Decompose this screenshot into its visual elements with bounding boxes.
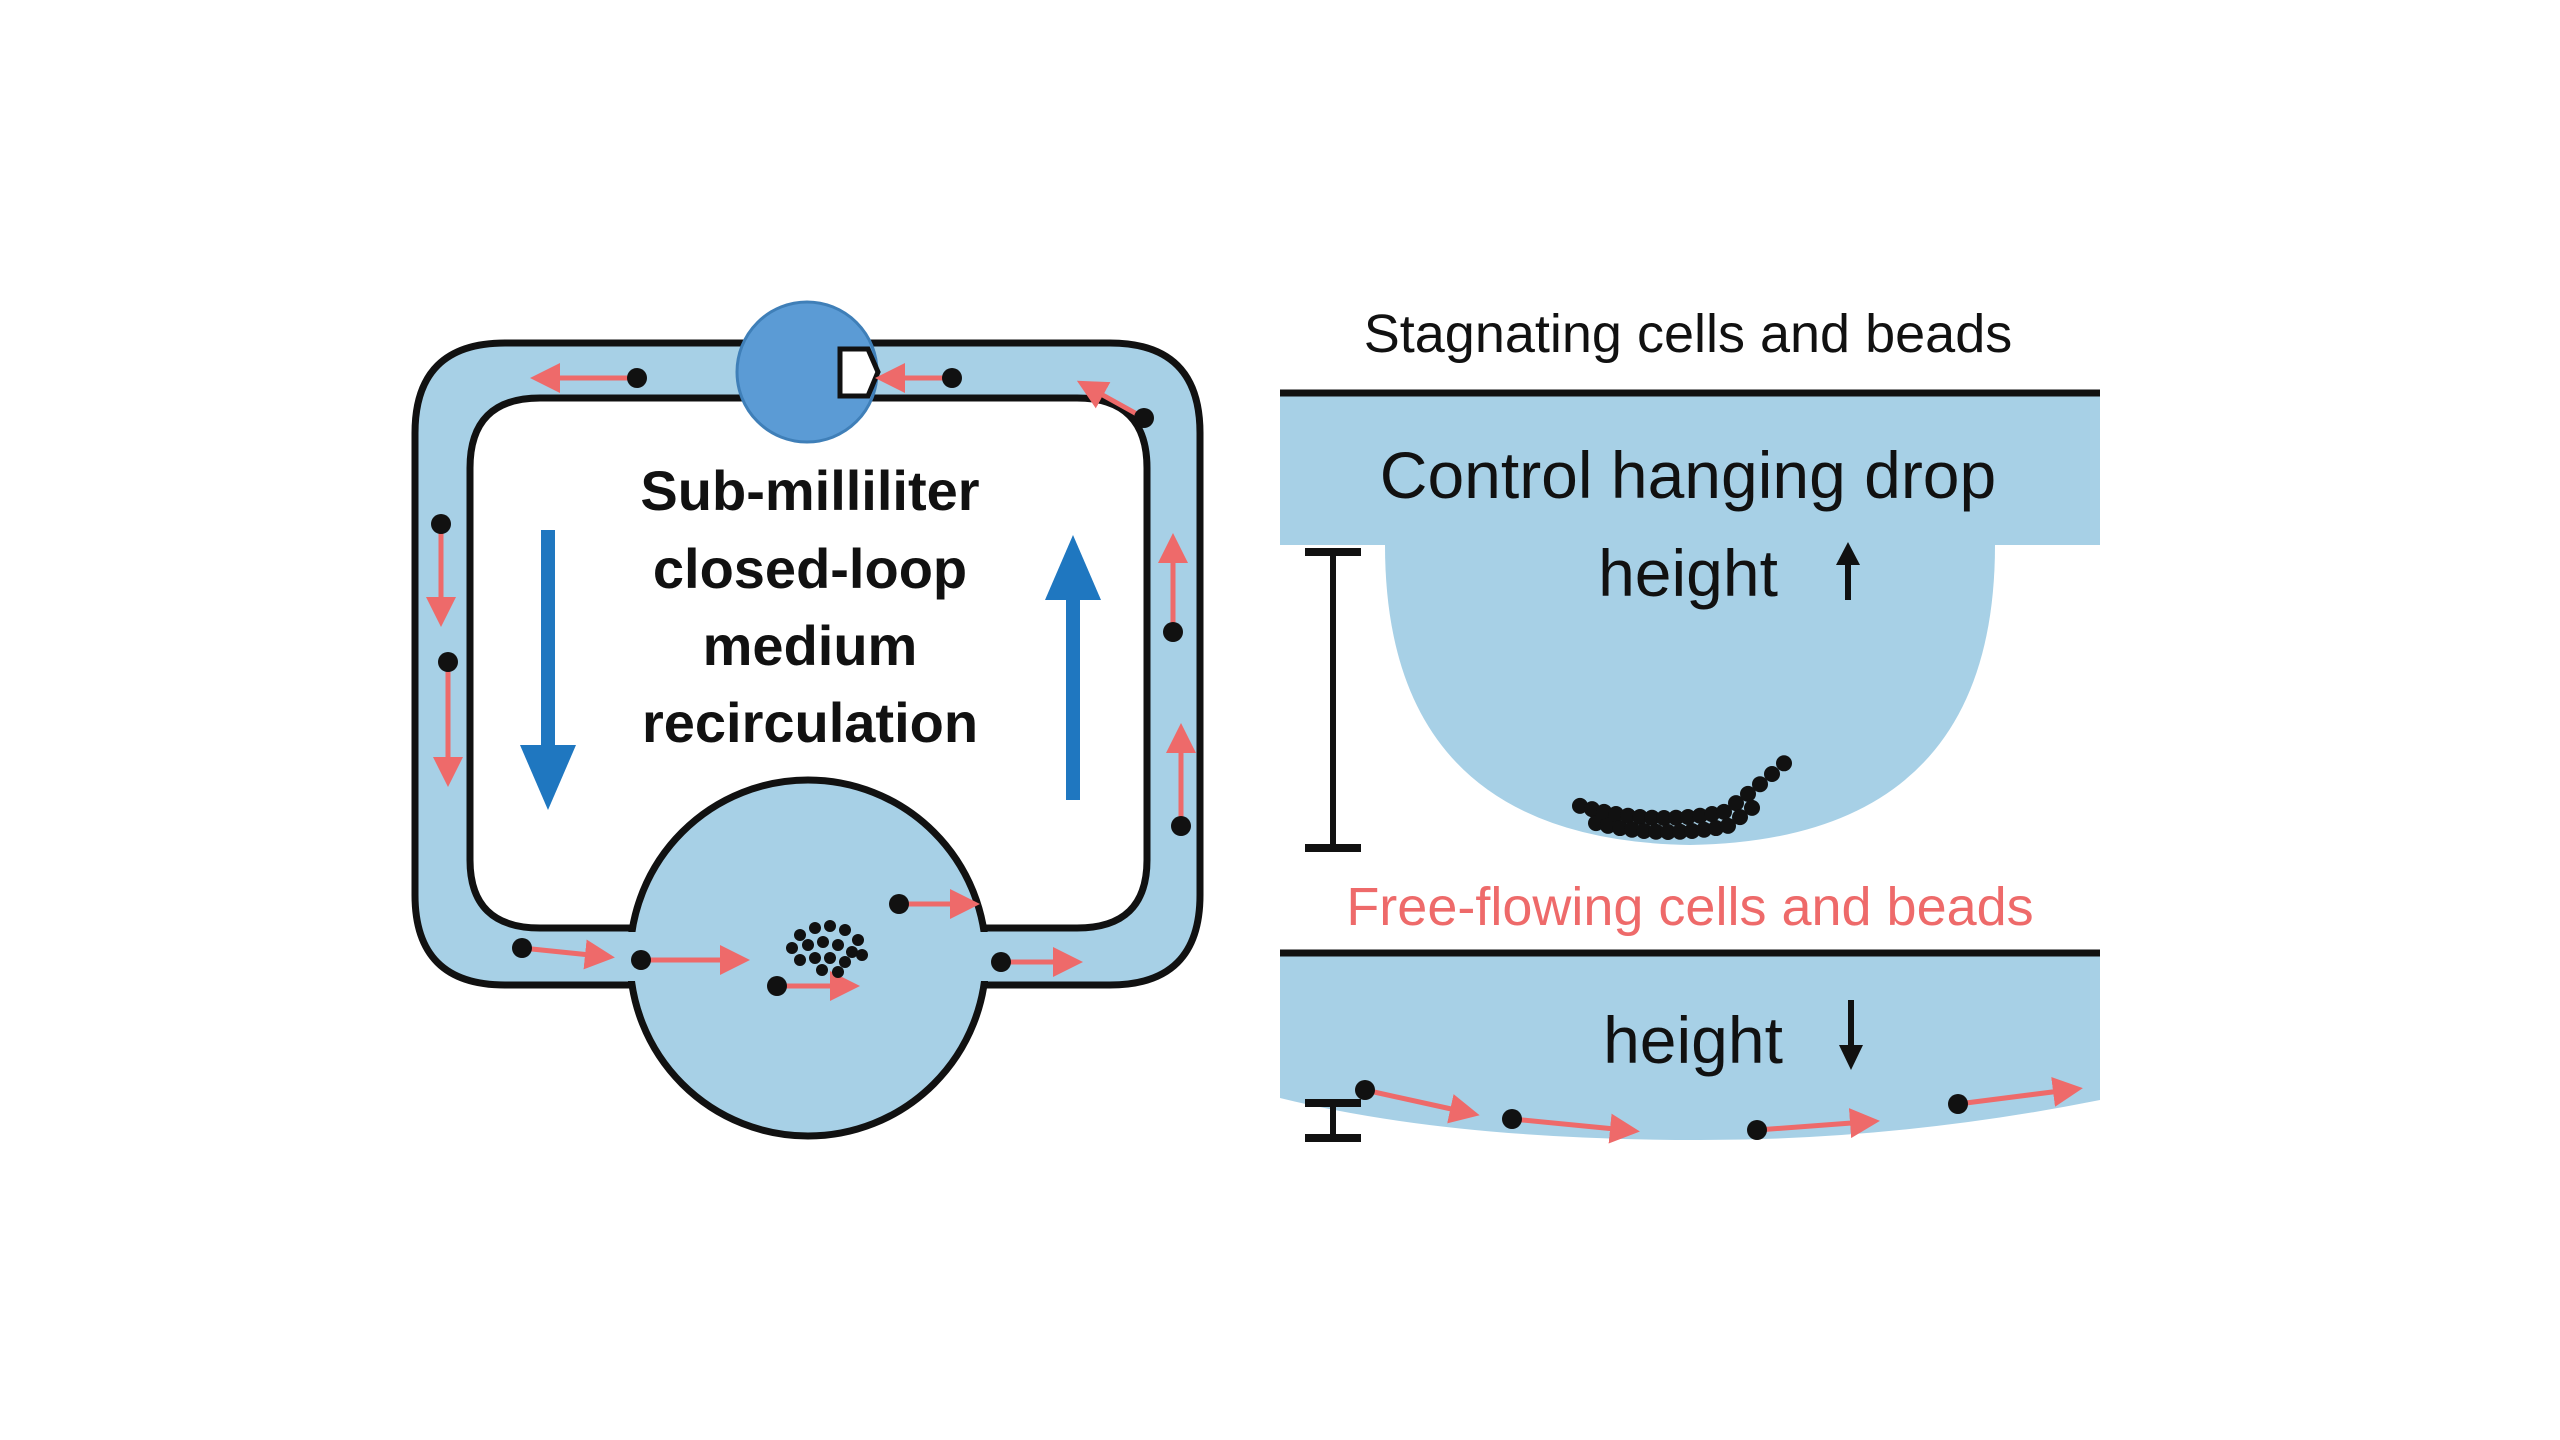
- particle-arrow: [1957, 1077, 2083, 1107]
- bead: [1584, 801, 1600, 818]
- bead: [1588, 815, 1604, 832]
- loop-title-line-1: Sub-milliliter: [640, 459, 979, 522]
- stagnant-beads: [1572, 755, 1792, 840]
- cell: [839, 956, 851, 968]
- height-label-top: height: [1598, 536, 1778, 610]
- loop-title: Sub-milliliter closed-loop medium recirc…: [640, 459, 979, 754]
- bead: [1668, 809, 1684, 826]
- height-scale-bar-bottom: [1305, 1099, 1361, 1142]
- bead: [1612, 820, 1628, 837]
- bead: [1776, 755, 1792, 772]
- bead: [767, 976, 787, 996]
- cell: [817, 936, 829, 948]
- free-flowing-heading: Free-flowing cells and beads: [1346, 877, 2033, 937]
- height-scale-bar-top: [1305, 548, 1361, 852]
- bead: [1684, 823, 1700, 840]
- bead: [1134, 408, 1154, 428]
- particles: [426, 363, 1196, 1001]
- cell: [832, 939, 844, 951]
- bead: [889, 894, 909, 914]
- hanging-drop-diagram: Stagnating cells and beads Control hangi…: [1280, 304, 2100, 852]
- cell: [839, 924, 851, 936]
- height-label-bottom: height: [1603, 1003, 1783, 1077]
- bead: [627, 368, 647, 388]
- bead: [1752, 776, 1768, 793]
- cell: [846, 946, 858, 958]
- loop-title-line-4: recirculation: [642, 691, 978, 754]
- cell: [852, 934, 864, 946]
- cell: [816, 964, 828, 976]
- bead: [1632, 809, 1648, 826]
- loop-title-line-3: medium: [703, 614, 918, 677]
- control-drop-label: Control hanging drop: [1380, 438, 1996, 512]
- loop-title-line-2: closed-loop: [653, 537, 967, 600]
- bead: [1502, 1109, 1522, 1129]
- stagnating-heading: Stagnating cells and beads: [1364, 304, 2012, 364]
- cell: [824, 952, 836, 964]
- bead: [1696, 821, 1712, 838]
- bead: [1728, 795, 1744, 812]
- cell: [794, 954, 806, 966]
- bead: [1171, 816, 1191, 836]
- bead: [1747, 1120, 1767, 1140]
- cell-aggregate: [786, 920, 868, 978]
- bead: [1948, 1094, 1968, 1114]
- free-flowing-diagram: Free-flowing cells and beads height: [1280, 877, 2100, 1144]
- bead: [1620, 807, 1636, 824]
- bead: [1644, 809, 1660, 826]
- bead: [1708, 820, 1724, 837]
- bead: [1744, 799, 1760, 816]
- bead: [1680, 809, 1696, 826]
- free-beads: [1355, 1077, 2083, 1144]
- bead: [1624, 821, 1640, 838]
- particle-arrow: [1076, 380, 1146, 421]
- bead: [1656, 810, 1672, 826]
- bead: [1692, 807, 1708, 824]
- bead: [1600, 817, 1616, 834]
- valve-icon: [837, 346, 881, 399]
- particle-arrow: [1364, 1087, 1480, 1124]
- cell: [824, 920, 836, 932]
- cell: [786, 942, 798, 954]
- medium-layer-bottom: [1280, 953, 2100, 1140]
- bead: [1660, 824, 1676, 840]
- bead: [1720, 817, 1736, 834]
- bead: [1355, 1080, 1375, 1100]
- bead: [1732, 809, 1748, 826]
- bead: [1596, 803, 1612, 820]
- bead: [1704, 806, 1720, 823]
- bead: [1636, 823, 1652, 840]
- closed-loop-diagram: Sub-milliliter closed-loop medium recirc…: [411, 300, 1204, 1140]
- flow-arrow-up: [1045, 535, 1101, 800]
- bead: [438, 652, 458, 672]
- bead: [1608, 806, 1624, 823]
- cell: [802, 939, 814, 951]
- bead: [1672, 823, 1688, 840]
- arrow-down-icon: [1839, 1000, 1863, 1070]
- particle-arrow: [1511, 1113, 1640, 1144]
- arrow-up-icon: [1836, 542, 1860, 600]
- bead: [1572, 797, 1588, 814]
- bead: [1648, 823, 1664, 840]
- bead: [1764, 766, 1780, 782]
- bead: [1740, 785, 1756, 802]
- bead: [991, 952, 1011, 972]
- cell: [832, 966, 844, 978]
- cell: [794, 929, 806, 941]
- bead: [1716, 803, 1732, 820]
- particle-arrow: [1756, 1108, 1880, 1139]
- cell: [809, 952, 821, 964]
- cell: [856, 949, 868, 961]
- medium-layer-top: [1280, 393, 2100, 545]
- bead: [942, 368, 962, 388]
- bead: [1163, 622, 1183, 642]
- bead: [431, 514, 451, 534]
- bead: [631, 950, 651, 970]
- flow-arrow-down: [520, 530, 576, 810]
- particle-arrow: [521, 939, 615, 970]
- bead: [512, 938, 532, 958]
- cell: [809, 922, 821, 934]
- hanging-drop: [1385, 540, 1995, 845]
